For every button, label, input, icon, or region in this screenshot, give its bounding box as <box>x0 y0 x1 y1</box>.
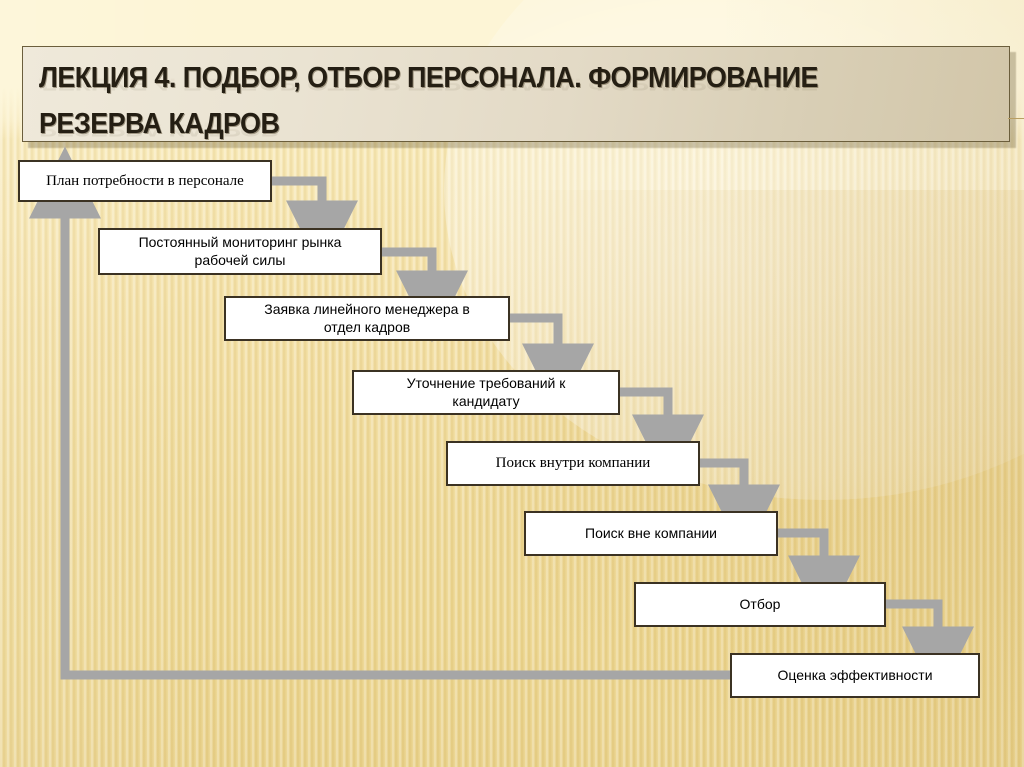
flow-node-label: План потребности в персонале <box>46 172 244 189</box>
connector-7-8 <box>886 599 974 699</box>
flow-node-label: Отбор <box>739 595 781 612</box>
flow-node-label-line-1: Заявка линейного менеджера в <box>264 301 470 318</box>
flow-node-label-line-2: рабочей силы <box>194 251 286 268</box>
flow-node-label: Поиск вне компании <box>585 524 717 541</box>
flow-node-poisk-vnutri-kompanii[interactable]: Поиск внутри компании <box>446 441 700 486</box>
flow-node-otbor[interactable]: Отбор <box>634 582 886 627</box>
flow-node-label-line-1: Уточнение требований к <box>406 375 566 392</box>
flow-node-monitoring-rynka[interactable]: Постоянный мониторинг рынка рабочей силы <box>98 228 382 275</box>
connector-4-5 <box>620 387 704 487</box>
connector-6-7 <box>778 528 860 628</box>
slide-title-line-1-text: ЛЕКЦИЯ 4. ПОДБОР, ОТБОР ПЕРСОНАЛА. ФОРМИ… <box>39 62 818 94</box>
slide-title-line-1: ЛЕКЦИЯ 4. ПОДБОР, ОТБОР ПЕРСОНАЛА. ФОРМИ… <box>39 62 934 95</box>
flow-node-plan-potrebnosti[interactable]: План потребности в персонале <box>18 160 272 202</box>
flow-node-label-line-2: отдел кадров <box>323 318 411 335</box>
connector-1-2 <box>272 176 358 273</box>
connector-8-1-feedback <box>29 146 730 680</box>
flow-node-zayavka-menedzhera[interactable]: Заявка линейного менеджера в отдел кадро… <box>224 296 510 341</box>
title-right-rule <box>1008 118 1024 119</box>
flow-node-label: Оценка эффективности <box>777 666 933 683</box>
connector-3-4 <box>510 313 594 416</box>
flow-node-poisk-vne-kompanii[interactable]: Поиск вне компании <box>524 511 778 556</box>
title-text-block: ЛЕКЦИЯ 4. ПОДБОР, ОТБОР ПЕРСОНАЛА. ФОРМИ… <box>39 51 1001 141</box>
connector-5-6 <box>700 458 780 557</box>
title-panel: ЛЕКЦИЯ 4. ПОДБОР, ОТБОР ПЕРСОНАЛА. ФОРМИ… <box>22 46 1010 142</box>
flow-node-label-line-2: кандидату <box>452 392 520 409</box>
flow-node-otsenka-effektivnosti[interactable]: Оценка эффективности <box>730 653 980 698</box>
connector-2-3 <box>382 247 468 343</box>
flow-node-utochnenie-trebovaniy[interactable]: Уточнение требований к кандидату <box>352 370 620 415</box>
slide-title-line-2: РЕЗЕРВА КАДРОВ РЕЗЕРВА КАДРОВ <box>39 108 934 141</box>
slide-title-line-2-text: РЕЗЕРВА КАДРОВ <box>39 108 280 140</box>
flow-node-label-line-1: Постоянный мониторинг рынка <box>138 234 342 251</box>
flow-node-label: Поиск внутри компании <box>495 455 651 472</box>
